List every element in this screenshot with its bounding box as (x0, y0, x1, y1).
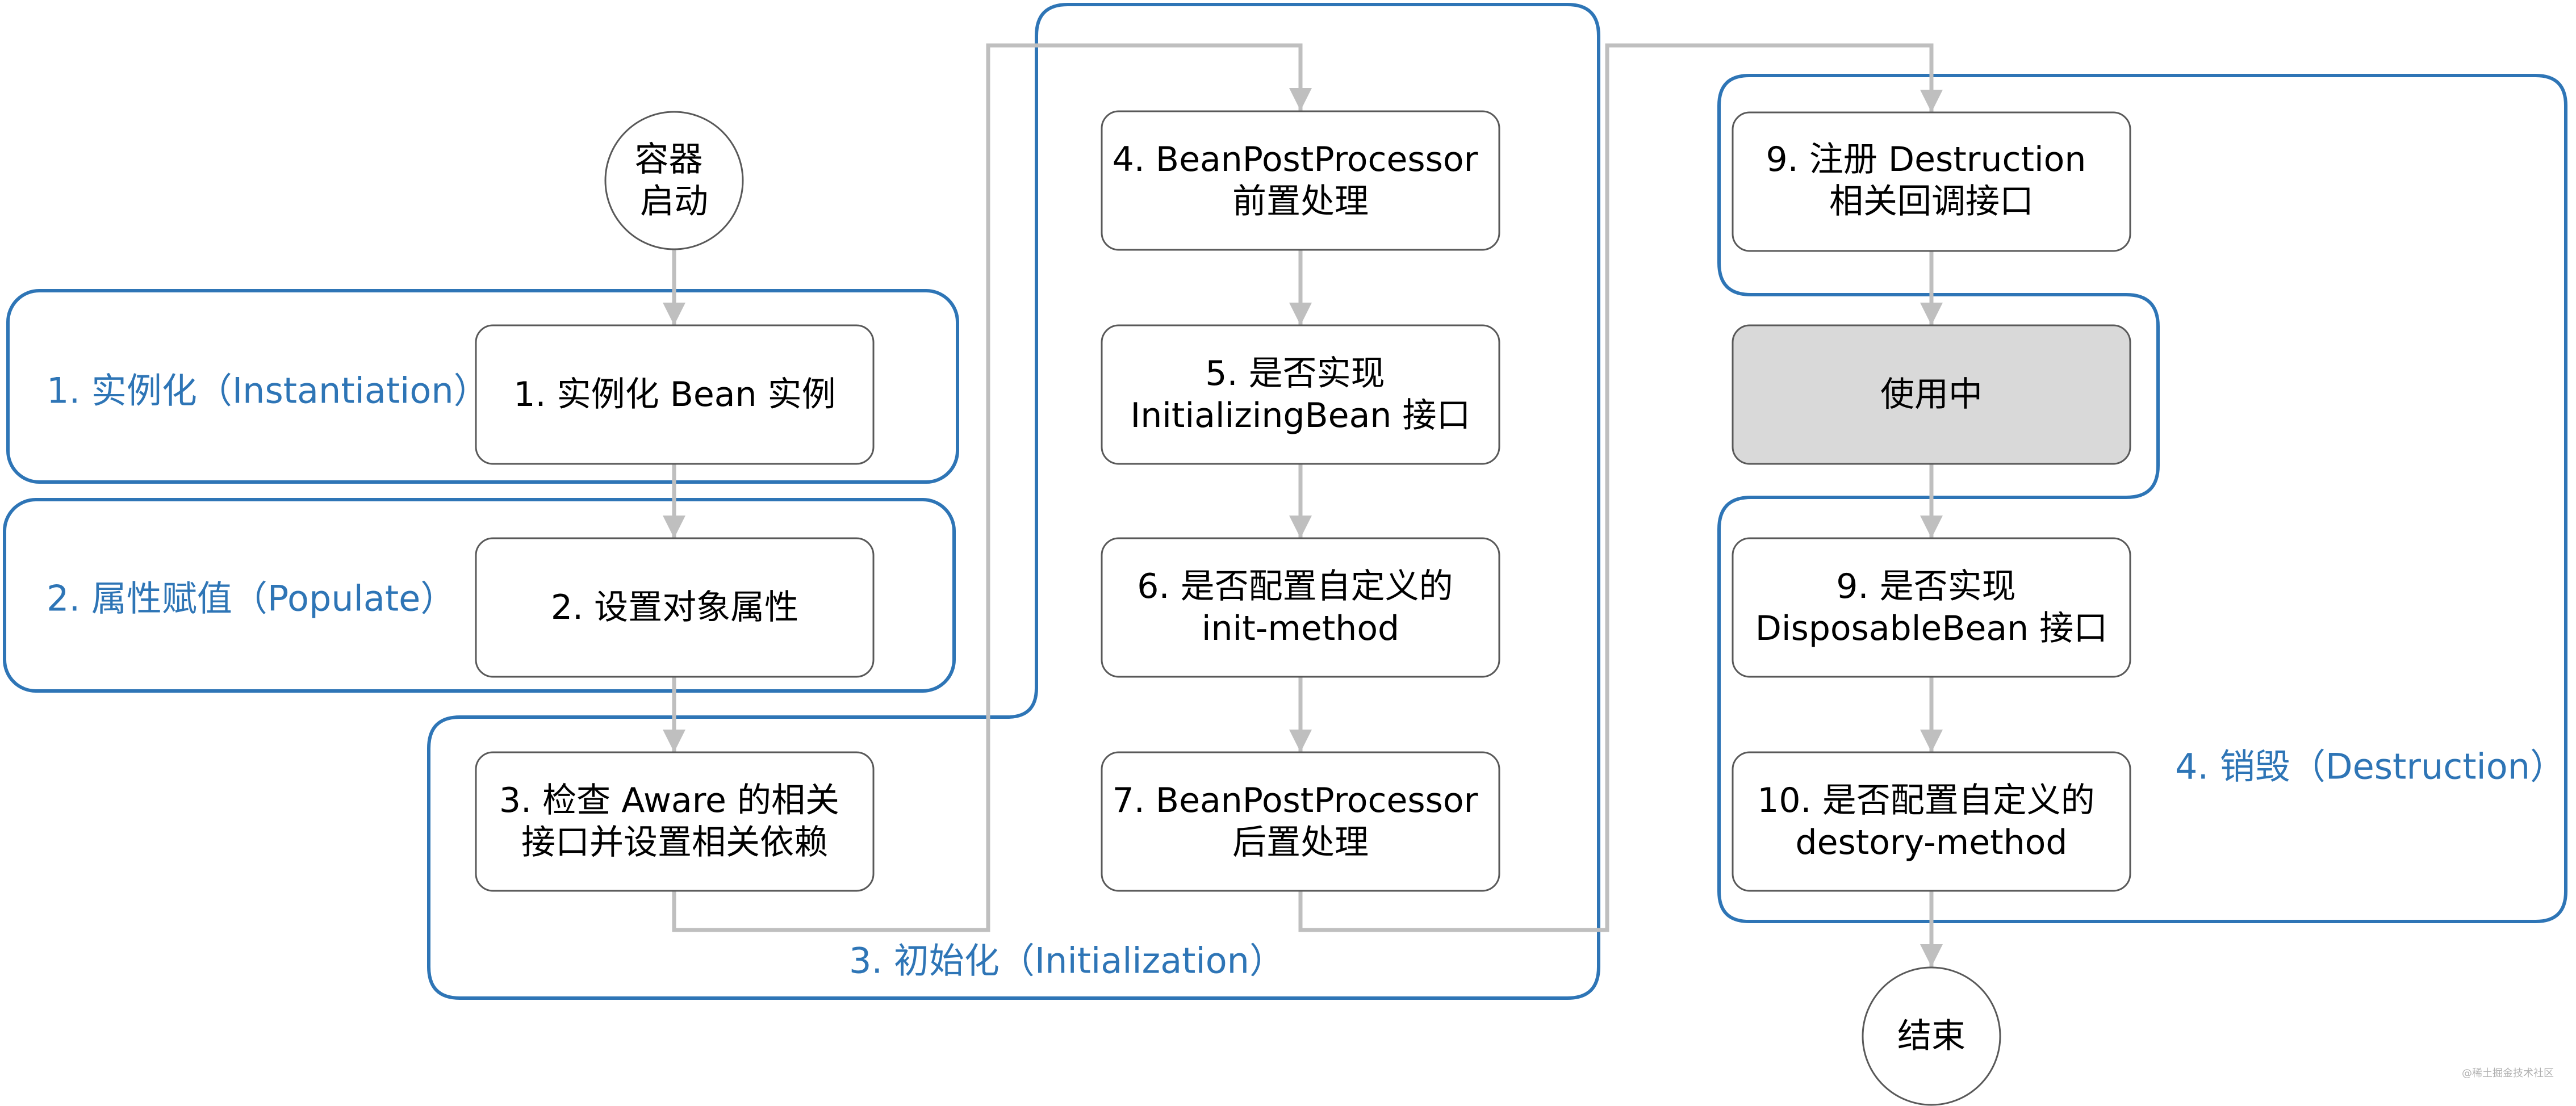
in-use-label: 使用中 (1880, 375, 1983, 414)
watermark: @稀土掘金技术社区 (2462, 1067, 2554, 1079)
group-populate-label: 2. 属性赋值（Populate） (47, 578, 455, 619)
step4-label: 4. BeanPostProcessor 前置处理 (1113, 140, 1489, 221)
step9b-box (1732, 537, 2131, 678)
step2-box (475, 537, 875, 678)
flow-arrows (663, 43, 1943, 967)
group-initialization-label: 3. 初始化（Initialization） (849, 940, 1285, 982)
start-node-label: 容器 启动 (634, 140, 713, 221)
in-use-box (1732, 324, 2131, 465)
step2-label: 2. 设置对象属性 (551, 588, 798, 627)
group-instantiation-label: 1. 实例化（Instantiation） (47, 370, 489, 412)
end-node-label: 结束 (1897, 1016, 1966, 1056)
step10-box (1732, 751, 2131, 892)
group-instantiation-box (6, 289, 959, 484)
arrow-step3-to-step4 (672, 43, 1312, 932)
arrow-step7-to-step9a (1298, 43, 1943, 932)
step1-label: 1. 实例化 Bean 实例 (513, 375, 835, 414)
step3-label: 3. 检查 Aware 的相关 接口并设置相关依赖 (499, 781, 850, 862)
step5-label: 5. 是否实现 InitializingBean 接口 (1131, 354, 1471, 435)
group-initialization-box (427, 3, 1600, 1000)
step10-label: 10. 是否配置自定义的 destory-method (1757, 781, 2106, 862)
step7-label: 7. BeanPostProcessor 后置处理 (1113, 781, 1489, 862)
step6-label: 6. 是否配置自定义的 init-method (1137, 567, 1463, 648)
group-destruction-label: 4. 销毁（Destruction） (2175, 746, 2565, 787)
end-node-circle (1862, 966, 2001, 1106)
step9a-label: 9. 注册 Destruction 相关回调接口 (1766, 140, 2097, 221)
step9a-box (1732, 111, 2131, 252)
step9b-label: 9. 是否实现 DisposableBean 接口 (1755, 567, 2108, 648)
step1-box (475, 324, 875, 465)
group-populate-box (3, 498, 956, 693)
step4-box (1101, 110, 1500, 251)
step7-box (1101, 751, 1500, 892)
step6-box (1101, 537, 1500, 678)
start-node-circle (604, 111, 744, 250)
step5-box (1101, 324, 1500, 465)
step3-box (475, 751, 875, 892)
group-destruction-top-box (1717, 74, 2567, 923)
